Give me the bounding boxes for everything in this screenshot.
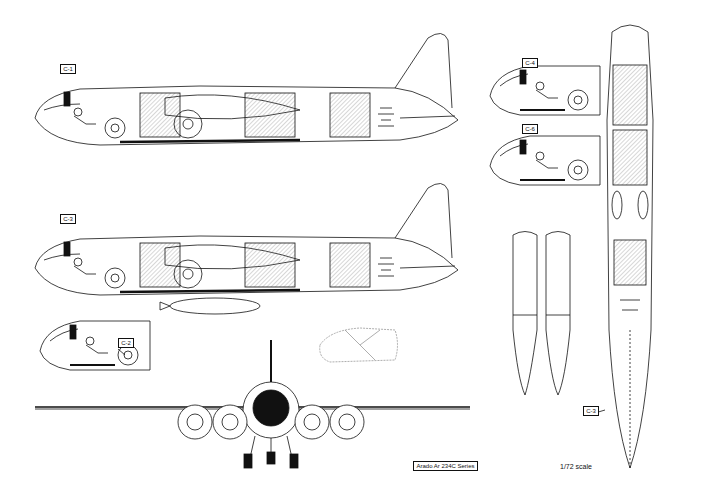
view-label-box: C-1: [60, 64, 76, 74]
box-text: C-1: [63, 66, 73, 72]
box-text: C-2: [121, 340, 131, 346]
title-box: Arado Ar 234C Series: [413, 461, 478, 471]
box-text: C-4: [525, 60, 535, 66]
view-label-box: C-6: [522, 124, 538, 134]
box-text: C-3: [63, 216, 73, 222]
box-text: C-3: [586, 408, 596, 414]
view-label-box: C-3: [583, 406, 599, 416]
box-text: Arado Ar 234C Series: [416, 463, 474, 469]
view-label-box: C-3: [60, 214, 76, 224]
box-text: C-6: [525, 126, 535, 132]
view-label-box: C-2: [118, 338, 134, 348]
scale-note: 1/72 scale: [560, 463, 592, 470]
view-label-box: C-4: [522, 58, 538, 68]
